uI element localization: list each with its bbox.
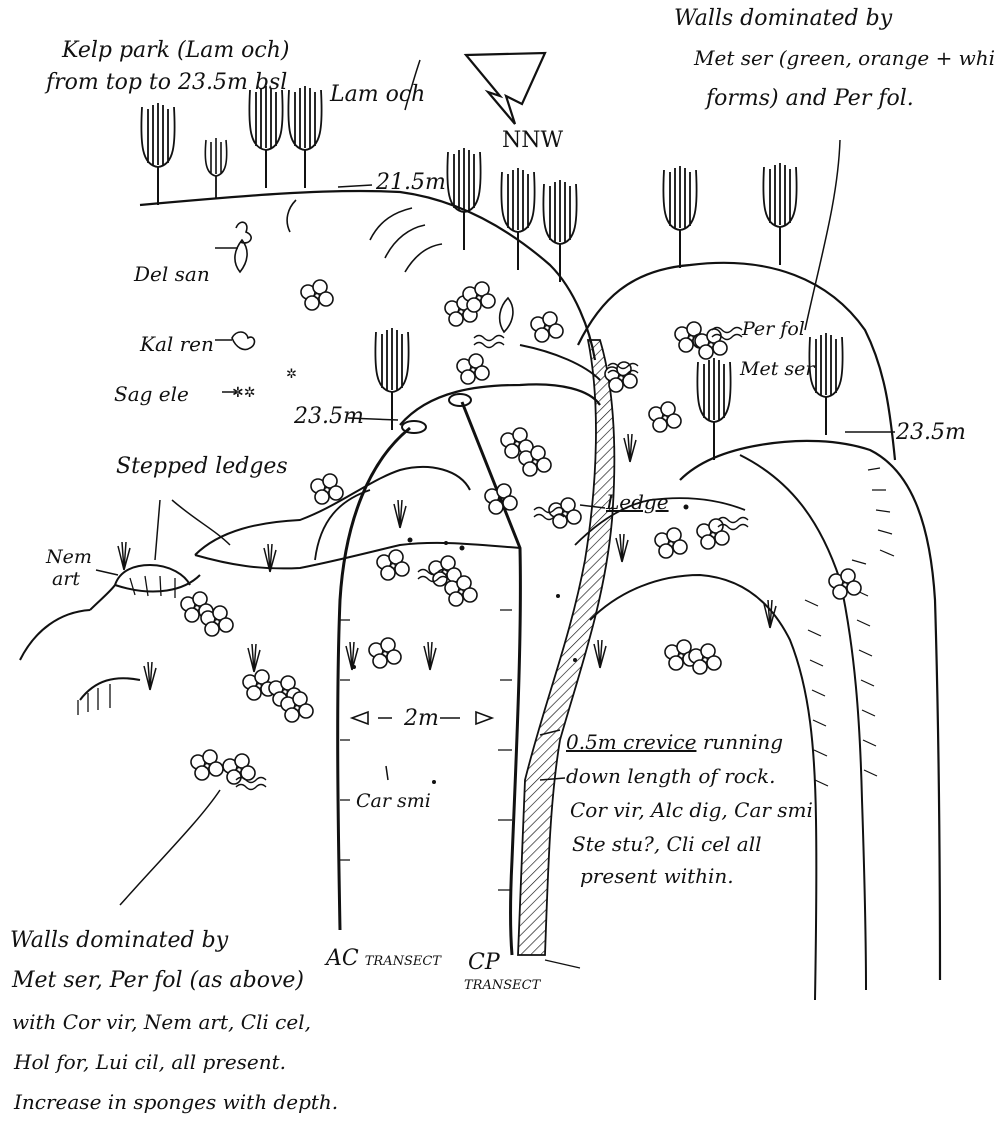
crevice-note-running: running [696,730,783,754]
walls-bottom-note-line-2: Met ser, Per fol (as above) [12,968,304,995]
crevice-note-line-3: Cor vir, Alc dig, Car smi [570,798,813,822]
stepped-ledges-label: Stepped ledges [116,454,288,481]
walls-bottom-note-line-3: with Cor vir, Nem art, Cli cel, [12,1010,311,1034]
walls-bottom-note-line-5: Increase in sponges with depth. [14,1090,338,1114]
cp-transect-word: TRANSECT [464,978,540,994]
cp-transect-code: CP [468,950,500,977]
ledge-label: Ledge [606,490,669,514]
cp-transect-line [462,402,520,955]
crevice-note-line-1: 0.5m crevice running [566,730,783,754]
north-arrow-icon [466,53,545,124]
crevice-note-line-2: down length of rock. [566,764,775,788]
walls-top-note-line-3: forms) and Per fol. [706,86,914,113]
nem-art-label-line-2: art [52,568,80,591]
walls-bottom-note-line-4: Hol for, Lui cil, all present. [14,1050,286,1074]
crevice-note-line-5: present within. [580,864,734,888]
scale-label: 2m [404,706,439,733]
depth-right-label: 23.5m [896,420,966,447]
ac-transect-word: TRANSECT [365,954,441,969]
svg-text:✲: ✲ [286,367,297,382]
kelp-note-line-1: Kelp park (Lam och) [62,38,290,65]
crevice [518,340,614,955]
ac-label: AC [326,946,359,971]
crevice-width: 0.5m crevice [566,730,696,754]
depth-left-label: 23.5m [294,404,364,431]
nem-art-label-line-1: Nem [46,546,92,569]
kal-ren-label: Kal ren [140,332,214,356]
direction-label: NNW [502,128,563,155]
ac-transect-line [338,428,410,930]
mid-outcrop [400,384,600,425]
sag-ele-label: Sag ele [114,382,189,406]
svg-text:✲✲: ✲✲ [232,385,255,401]
walls-top-note-line-2: Met ser (green, orange + white [694,46,994,70]
walls-top-note-line-1: Walls dominated by [674,6,892,33]
walls-bottom-note-line-1: Walls dominated by [10,928,228,955]
per-fol-label: Per fol [742,318,805,341]
ac-transect-label: AC TRANSECT [326,946,441,973]
del-san-label: Del san [134,262,210,286]
kelp-note-line-2: from top to 23.5m bsl [46,70,287,97]
car-smi-label: Car smi [356,790,431,813]
depth-top-label: 21.5m [376,170,446,197]
crevice-note-line-4: Ste stu?, Cli cel all [572,832,762,856]
met-ser-label: Met ser [740,358,814,381]
lam-och-label: Lam och [330,82,425,109]
